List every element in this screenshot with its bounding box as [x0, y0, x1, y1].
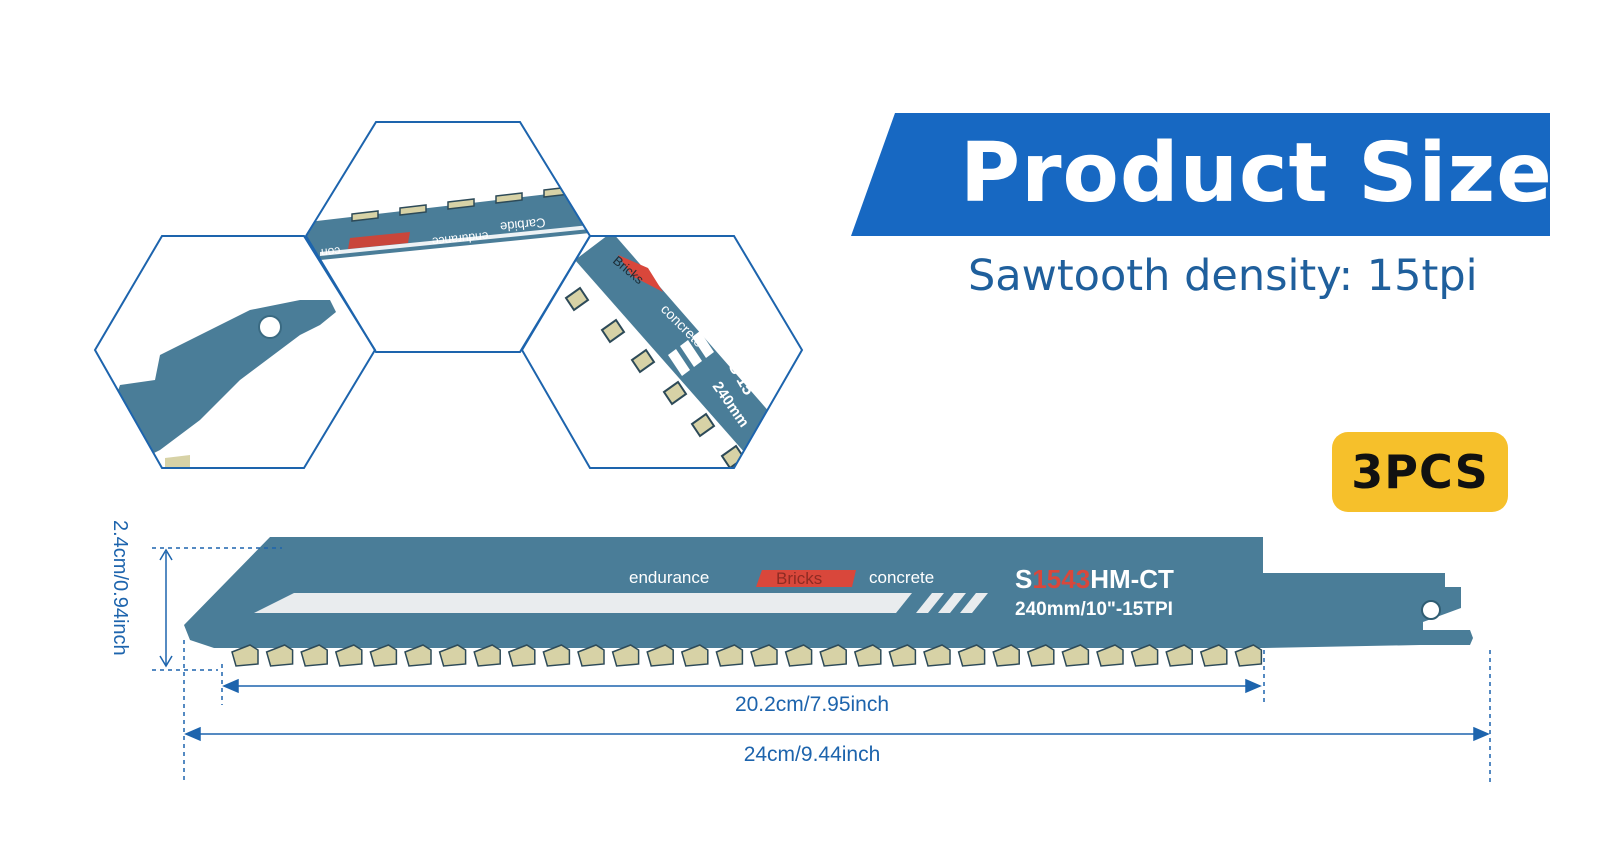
blade-tooth [853, 644, 882, 667]
blade-concrete-text: concrete [869, 568, 934, 587]
hex-top-con-text: con [320, 244, 341, 260]
blade-spec-text: 240mm/10"-15TPI [1015, 599, 1173, 620]
blade-tooth [542, 644, 571, 667]
main-saw-blade: endurance Bricks concrete S1543HM-CT 240… [184, 537, 1473, 667]
blade-strip-right [575, 236, 802, 468]
speed-marks [916, 593, 988, 613]
blade-tooth [473, 644, 501, 667]
blade-endurance-text: endurance [629, 568, 709, 587]
blade-tooth [1130, 644, 1159, 667]
blade-hole [1421, 600, 1441, 620]
blade-tooth [1096, 644, 1124, 667]
page-title: Product Size [960, 126, 1553, 221]
blade-tooth [888, 644, 917, 667]
blade-tang-shape [95, 300, 336, 468]
blade-tooth [1061, 644, 1090, 667]
blade-tooth [1026, 644, 1055, 667]
blade-tooth [784, 644, 813, 667]
blade-tooth [611, 644, 640, 667]
hexagon-tang-detail [93, 235, 377, 469]
blade-tooth [231, 644, 259, 667]
blade-tooth [750, 644, 778, 667]
blade-tooth [957, 644, 986, 667]
red-label-right [618, 255, 663, 292]
hex-top-endurance-text: endurance [431, 229, 489, 249]
dimension-lines [152, 547, 1491, 784]
blade-tooth [1234, 644, 1263, 667]
white-stripe [254, 593, 912, 613]
blade-teeth [231, 644, 1263, 667]
blade-tooth [577, 644, 605, 667]
title-banner [851, 113, 1550, 236]
blade-tooth [923, 644, 951, 667]
blade-tooth [265, 644, 294, 667]
dimension-total-length-text: 24cm/9.44inch [744, 743, 881, 766]
blade-bricks-text: Bricks [776, 569, 822, 588]
dimension-tooth-length-text: 20.2cm/7.95inch [735, 693, 889, 716]
blade-tooth [1199, 644, 1228, 667]
dimension-height-text: 2.4cm/0.94inch [109, 520, 131, 656]
model-prefix: S [1015, 564, 1032, 594]
model-number: 1543 [1032, 564, 1090, 594]
tang-tooth [165, 455, 190, 468]
blade-tooth [992, 644, 1020, 667]
blade-tooth [300, 644, 328, 667]
blade-model-text: S1543HM-CT [1015, 564, 1174, 594]
blade-body [184, 537, 1473, 648]
red-label-top [348, 232, 410, 249]
blade-tooth [1165, 644, 1193, 667]
hex-top-carbide-text: Carbide [499, 215, 546, 235]
blade-tooth [404, 644, 432, 667]
model-suffix: HM-CT [1090, 564, 1174, 594]
tang-hole [258, 315, 282, 339]
sawtooth-density-subtitle: Sawtooth density: 15tpi [968, 251, 1478, 301]
blade-tooth [715, 644, 744, 667]
hexagon-teeth-detail: Bricks concrete S 15 240mm [520, 235, 804, 469]
blade-tooth [680, 644, 709, 667]
blade-tooth [438, 644, 467, 667]
blade-tooth [369, 644, 398, 667]
blade-tooth [507, 644, 536, 667]
blade-tooth [819, 644, 847, 667]
hexagon-carbide-detail: Carbide endurance con [304, 121, 592, 353]
blade-tooth [646, 644, 674, 667]
blade-tooth [334, 644, 363, 667]
quantity-badge: 3PCS [1332, 432, 1508, 512]
bricks-label-bg [756, 570, 856, 587]
